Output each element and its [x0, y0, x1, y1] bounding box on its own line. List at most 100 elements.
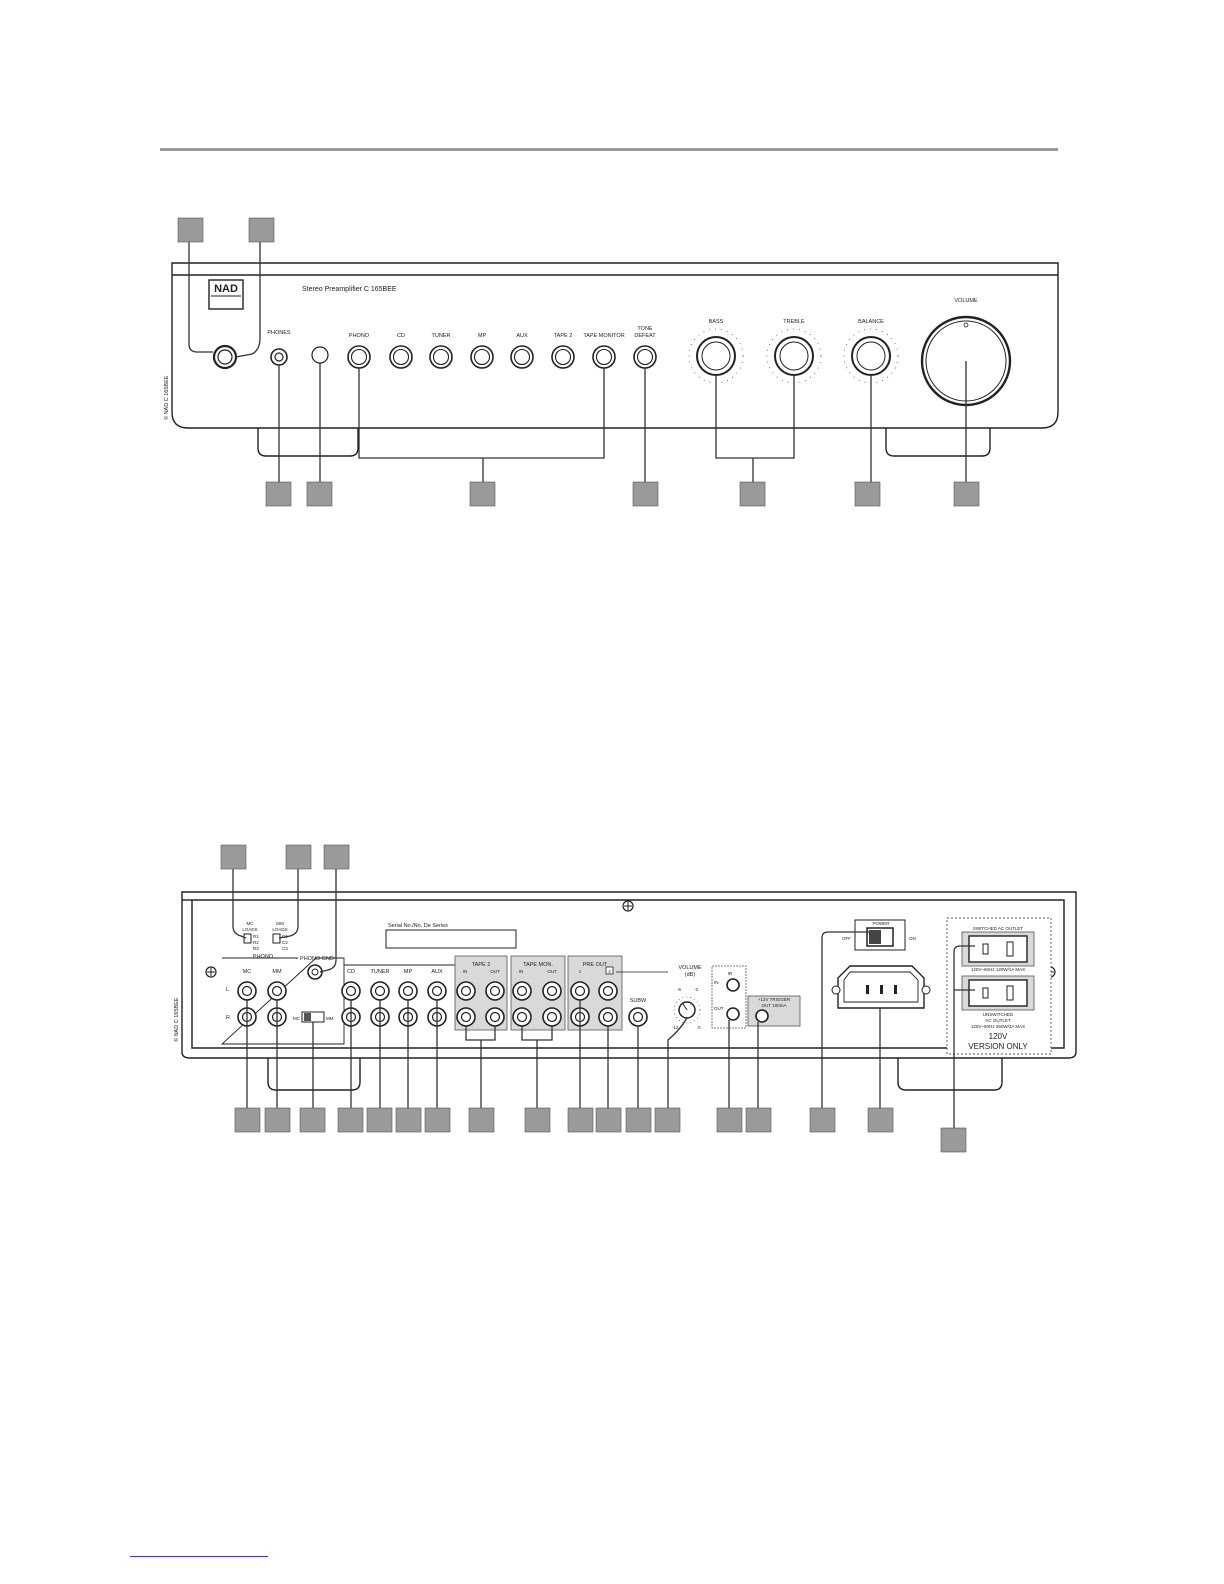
nad-logo-text: NAD — [214, 283, 238, 295]
rear-callout-box — [940, 1127, 967, 1153]
unswitched-ac-outlet[interactable] — [968, 979, 1028, 1007]
serial-label: Serial No./No. De Series — [388, 923, 448, 929]
label-r: R — [226, 1015, 230, 1021]
label-mm-loads-2: LOADS — [272, 927, 287, 932]
rear-callout-box — [745, 1107, 772, 1133]
phono-gnd-terminal[interactable] — [307, 964, 323, 980]
label-tapemon-out: OUT — [547, 969, 557, 974]
label-mm-rear: MM — [272, 969, 282, 975]
rca-jack[interactable] — [341, 981, 361, 1001]
phones-jack[interactable] — [270, 348, 288, 366]
label-volume: VOLUME — [954, 298, 978, 304]
rca-jack[interactable] — [456, 1007, 476, 1027]
rear-callout-box — [524, 1107, 551, 1133]
label-c2: C2 — [282, 940, 288, 945]
rca-jack[interactable] — [598, 981, 618, 1001]
rear-callout-box — [654, 1107, 681, 1133]
front-callout-box — [177, 217, 204, 243]
label-off: OFF — [842, 936, 851, 941]
rca-jack[interactable] — [542, 981, 562, 1001]
label-tape2-out: OUT — [490, 969, 500, 974]
label-bass: BASS — [709, 319, 724, 325]
rear-callout-box — [323, 844, 350, 870]
label-mp-rear: MP — [404, 969, 413, 975]
label-c3: C3 — [282, 946, 288, 951]
screw-icon — [205, 966, 217, 978]
label-mm-switch: MM — [326, 1016, 334, 1021]
source-buttons: PHONO CD TUNER MP AUX TAPE 2 TAPE MONITO… — [347, 326, 657, 369]
label-aux-rear: AUX — [431, 969, 443, 975]
subwoofer-jack[interactable] — [628, 1007, 648, 1027]
rear-callout-box — [625, 1107, 652, 1133]
rear-callout-box — [468, 1107, 495, 1133]
switched-ac-outlet[interactable] — [968, 935, 1028, 963]
serial-plate — [385, 929, 517, 949]
front-power-button[interactable] — [212, 344, 238, 370]
label-minus6: -6 — [677, 987, 681, 992]
label-on: ON — [909, 936, 916, 941]
rca-jack[interactable] — [485, 1007, 505, 1027]
rear-side-text: © NAD C 165BEE — [173, 997, 180, 1042]
rca-jack[interactable] — [485, 981, 505, 1001]
mc-loads-switch[interactable] — [243, 933, 252, 944]
ir-in-jack[interactable] — [726, 978, 740, 992]
rear-callout-box — [809, 1107, 836, 1133]
rca-jack[interactable] — [398, 981, 418, 1001]
label-mc-loads-2: LOADS — [242, 927, 257, 932]
rca-jack[interactable] — [570, 981, 590, 1001]
rca-jack[interactable] — [370, 981, 390, 1001]
label-phones: PHONES — [267, 330, 291, 336]
label-trigger-out: OUT 100mA — [762, 1003, 787, 1008]
rca-jack[interactable] — [512, 1007, 532, 1027]
balance-knob[interactable] — [851, 336, 891, 376]
label-unswitched-2: AC OUTLET — [985, 1018, 1011, 1023]
label-tuner-rear: TUNER — [371, 969, 390, 975]
label-aux: AUX — [516, 333, 528, 339]
rear-callout-box — [337, 1107, 364, 1133]
label-tape2-in: IN — [463, 969, 468, 974]
label-tone: TONE — [637, 326, 653, 332]
label-phono: PHONO — [349, 333, 370, 339]
treble-knob[interactable] — [774, 336, 814, 376]
rca-jack[interactable] — [598, 1007, 618, 1027]
label-mp: MP — [478, 333, 487, 339]
front-callout-box — [248, 217, 275, 243]
rca-jack[interactable] — [456, 981, 476, 1001]
label-switched-outlet: SWITCHED AC OUTLET — [973, 926, 1024, 931]
label-tape2: TAPE 2 — [554, 333, 573, 339]
label-mc-rear: MC — [243, 969, 252, 975]
label-r2: R2 — [253, 940, 259, 945]
ir-out-jack[interactable] — [726, 1007, 740, 1021]
label-sub-db: (dB) — [685, 972, 696, 978]
label-ir-out: OUT — [714, 1006, 724, 1011]
label-sub-volume: VOLUME — [678, 965, 702, 971]
mm-loads-switch[interactable] — [272, 933, 281, 944]
label-tapemon-in: IN — [519, 969, 524, 974]
front-callout-box — [953, 481, 980, 507]
label-ir-in: IN — [714, 980, 719, 985]
label-minus12: -12 — [672, 1025, 679, 1030]
label-treble: TREBLE — [783, 319, 805, 325]
ir-sensor-window — [311, 346, 329, 364]
screw-icon — [622, 900, 634, 912]
label-power: POWER — [872, 921, 890, 926]
front-callout-box — [306, 481, 333, 507]
rear-callout-box — [867, 1107, 894, 1133]
front-callout-box — [632, 481, 659, 507]
rca-jack[interactable] — [237, 981, 257, 1001]
page-top-rule — [160, 148, 1058, 151]
label-version-only: VERSION ONLY — [968, 1042, 1028, 1051]
rca-jack[interactable] — [267, 981, 287, 1001]
label-mc-loads: MC — [247, 921, 255, 926]
rca-jack[interactable] — [512, 981, 532, 1001]
rear-callout-box — [234, 1107, 261, 1133]
trigger-out-jack[interactable] — [755, 1009, 769, 1023]
rca-jack[interactable] — [427, 981, 447, 1001]
rear-callout-box — [264, 1107, 291, 1133]
rca-jack[interactable] — [542, 1007, 562, 1027]
label-version-120v: 120V — [989, 1032, 1008, 1041]
label-r3: R3 — [253, 946, 259, 951]
front-side-text: © NAD C 165BEE — [163, 375, 170, 420]
bass-knob[interactable] — [696, 336, 736, 376]
